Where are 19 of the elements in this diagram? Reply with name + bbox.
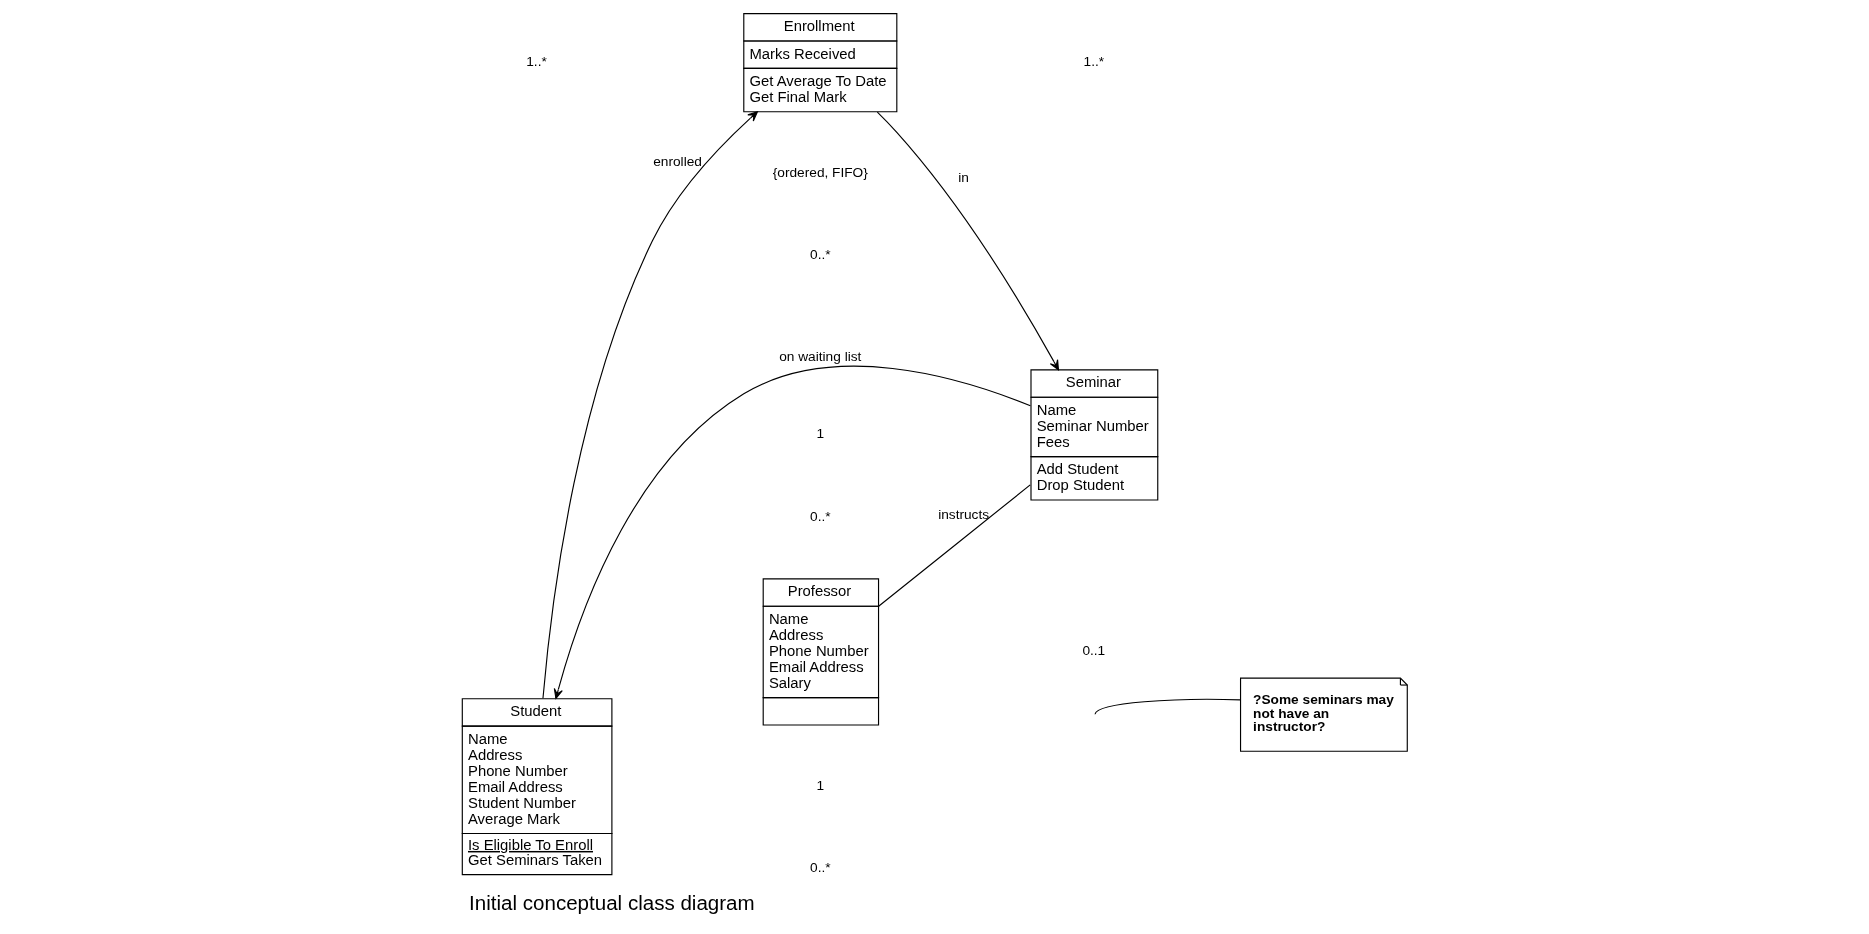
arrow [553, 365, 1031, 699]
label: 1..* [526, 53, 547, 69]
label: 0..* [810, 246, 831, 262]
label: 0..1 [1082, 642, 1106, 658]
edge-label: on waiting list [779, 348, 862, 364]
connector [1094, 698, 1241, 715]
label: 1 [816, 425, 825, 441]
label: 0..* [810, 859, 831, 875]
edge-label: enrolled [653, 153, 702, 169]
caption: Initial conceptual class diagram [469, 890, 755, 914]
arrow [542, 110, 758, 699]
edge-label: instructs [938, 506, 990, 522]
label: 1 [816, 777, 825, 793]
label: 1..* [1083, 53, 1105, 69]
edge-label: in [958, 169, 969, 185]
label: 0..* [810, 508, 831, 524]
connector [877, 483, 1031, 607]
arrow [876, 111, 1059, 370]
label: {ordered, FIFO} [772, 164, 868, 180]
